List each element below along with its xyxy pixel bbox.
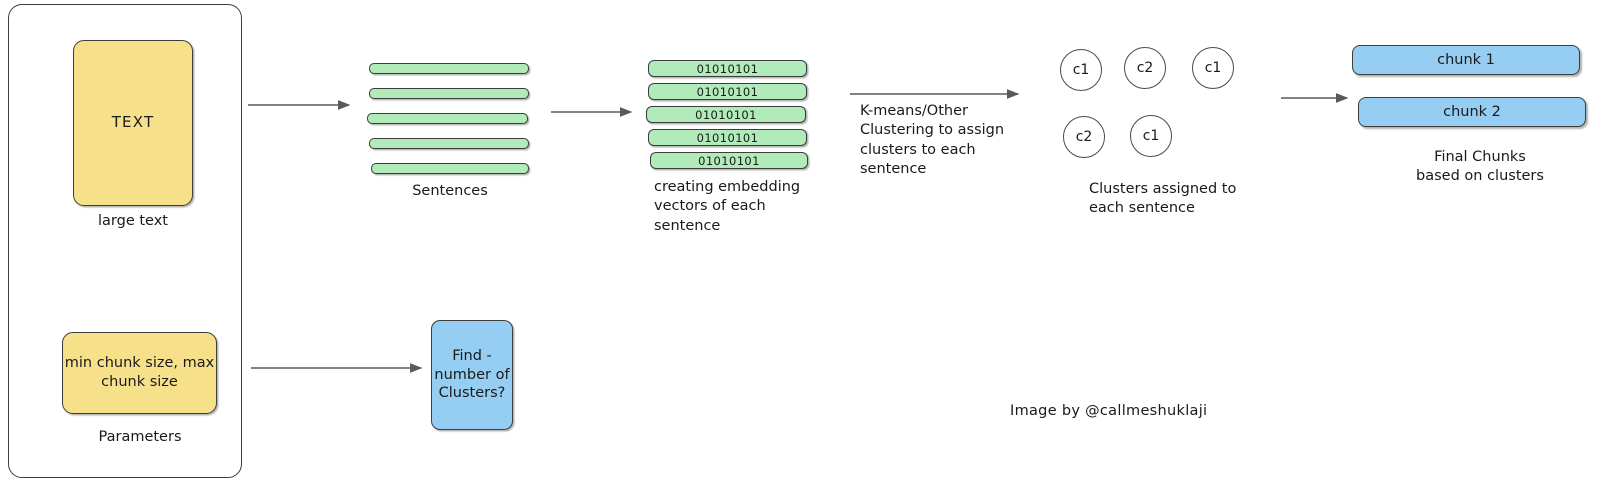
arrow-parameters-to-find-clusters	[251, 363, 423, 373]
sentence-bar[interactable]	[367, 113, 528, 124]
embedding-bar[interactable]: 01010101	[650, 152, 808, 169]
sentence-bar[interactable]	[369, 63, 529, 74]
arrow-sentences-to-embeddings	[551, 107, 633, 117]
sentences-caption: Sentences	[412, 183, 488, 199]
sentences-group	[367, 63, 529, 174]
parameters-caption: Parameters	[98, 429, 182, 445]
parameters-node[interactable]: min chunk size, max chunk size	[62, 332, 217, 414]
chunk-bar[interactable]: chunk 2	[1358, 97, 1586, 127]
embedding-bar[interactable]: 01010101	[648, 60, 807, 77]
clustering-step-label: K-means/Other Clustering to assign clust…	[860, 103, 1005, 177]
cluster-circle[interactable]: c1	[1060, 49, 1102, 91]
clusters-caption: Clusters assigned to each sentence	[1089, 181, 1237, 217]
cluster-circle[interactable]: c1	[1192, 47, 1234, 89]
embeddings-group: 01010101 01010101 01010101 01010101 0101…	[646, 60, 808, 169]
cluster-circle[interactable]: c1	[1130, 115, 1172, 157]
image-credit: Image by @callmeshuklaji	[1010, 403, 1208, 419]
embedding-bar[interactable]: 01010101	[646, 106, 806, 123]
large-text-node[interactable]: TEXT	[73, 40, 193, 206]
chunk-bar[interactable]: chunk 1	[1352, 45, 1580, 75]
embedding-bar[interactable]: 01010101	[648, 129, 807, 146]
chunks-caption: Final Chunks based on clusters	[1416, 149, 1544, 185]
arrow-clusters-to-chunks	[1281, 93, 1349, 103]
embeddings-caption: creating embedding vectors of each sente…	[654, 179, 801, 234]
embedding-bar[interactable]: 01010101	[648, 83, 807, 100]
sentence-bar[interactable]	[371, 163, 529, 174]
cluster-circle[interactable]: c2	[1124, 47, 1166, 89]
arrow-text-to-sentences	[248, 100, 351, 110]
find-clusters-node[interactable]: Find - number of Clusters?	[431, 320, 513, 430]
sentence-bar[interactable]	[369, 88, 529, 99]
large-text-caption: large text	[98, 213, 168, 229]
sentence-bar[interactable]	[369, 138, 529, 149]
cluster-circle[interactable]: c2	[1063, 116, 1105, 158]
arrow-embeddings-to-clusters	[850, 89, 1020, 99]
